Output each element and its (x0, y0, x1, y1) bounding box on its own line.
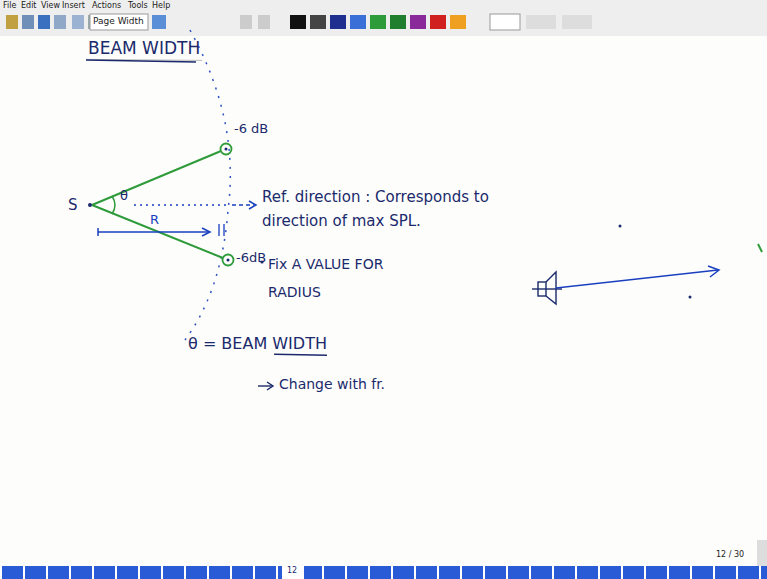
zoom-dropdown: Page Width (93, 16, 144, 27)
definition-text: θ = BEAM WIDTH (188, 334, 327, 353)
level-label: -6 dB (234, 121, 268, 137)
radius-label: R (150, 212, 159, 228)
beam-edge (92, 205, 223, 258)
menu-item: View (41, 1, 60, 11)
menu-item: Help (152, 1, 170, 11)
note-text: Ref. direction : Corresponds to directio… (262, 185, 510, 233)
page-number: 12 (287, 566, 297, 576)
menu-item: Actions (92, 1, 121, 11)
menu-item: Tools (128, 1, 148, 11)
note-text: Fix A VALUE FOR RADIUS (268, 250, 418, 306)
level-label: -6dB (236, 250, 266, 266)
toolbar-icons (6, 14, 592, 30)
bottom-bar (0, 566, 767, 579)
menu-item: File (3, 1, 16, 11)
beam-edge (92, 151, 221, 205)
reference-arc (185, 30, 230, 340)
angle-label: θ (120, 188, 128, 204)
source-label: S (68, 196, 78, 214)
slide-title: BEAM WIDTH (88, 38, 200, 58)
menu-item: Edit (21, 1, 37, 11)
menu-item: Insert (62, 1, 85, 11)
note-text: Change with fr. (279, 376, 385, 393)
toolbar (0, 0, 767, 36)
page-counter: 12 / 30 (716, 550, 744, 560)
